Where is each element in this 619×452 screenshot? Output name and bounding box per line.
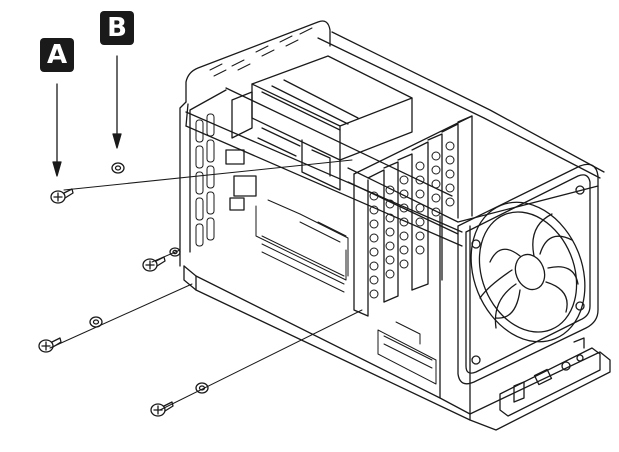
callout-a-label: A [40,38,74,72]
io-panel [499,337,601,417]
washers [89,162,209,394]
hdd-cage [225,55,413,211]
callout-arrows [52,55,122,177]
screws [38,188,174,417]
pcie-brackets [353,115,473,317]
motherboard [255,199,437,385]
side-panel-vents [195,27,313,247]
chassis [179,20,611,431]
front-fan [457,163,599,385]
assembly-leader-lines [49,159,363,411]
callout-b-label: B [100,11,134,45]
